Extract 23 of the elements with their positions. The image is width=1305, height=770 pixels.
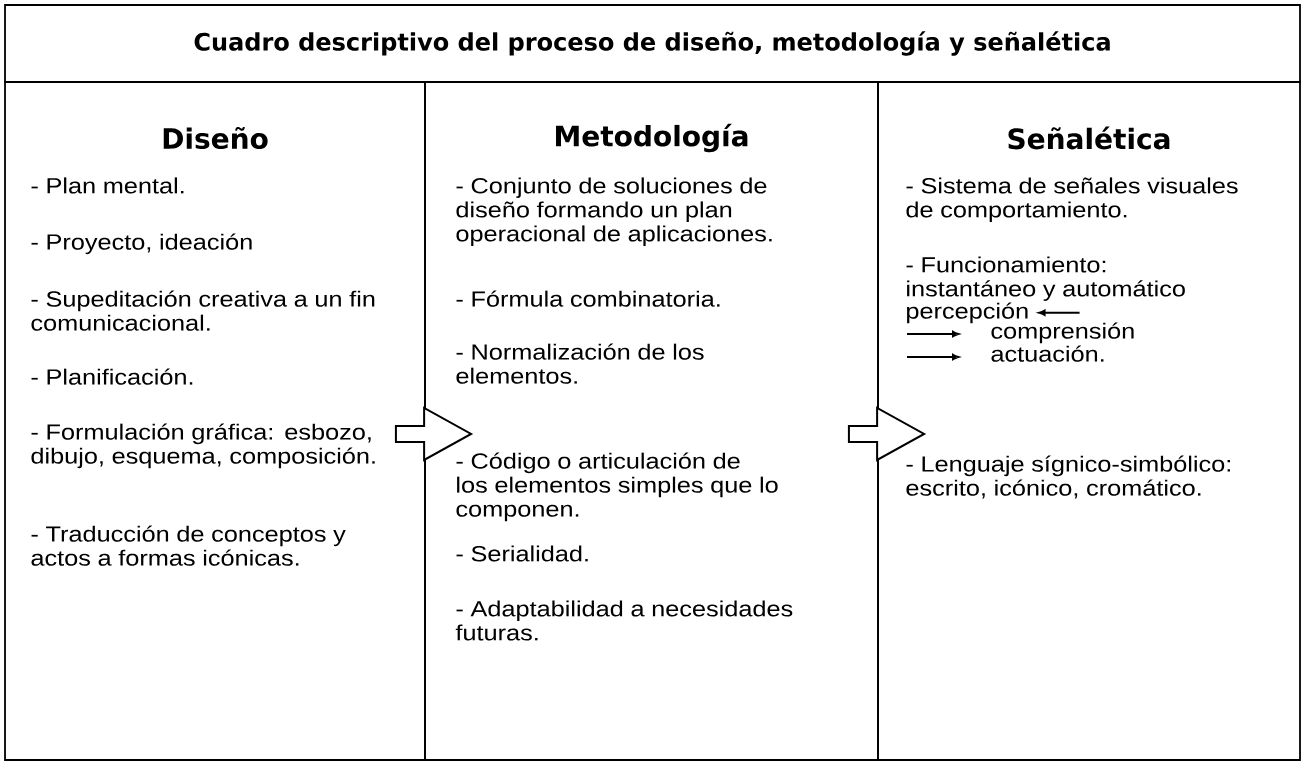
list-item: - Conjunto de soluciones de diseño formando un plan operacional de aplicaciones. bbox=[456, 177, 772, 246]
list-item: - Código o articulación de los elementos simples que lo componen. bbox=[456, 452, 778, 522]
list-item: comprensión bbox=[991, 322, 1134, 344]
list-item: actuación. bbox=[991, 345, 1104, 362]
list-item: - Lenguaje sígnico-simbólico: escrito, icónico, cromático. bbox=[906, 455, 1230, 499]
list-item: - Fórmula combinatoria. bbox=[456, 290, 720, 307]
column-heading: Metodología bbox=[556, 123, 748, 153]
list-item: percepción bbox=[907, 302, 1028, 324]
title-box: Cuadro descriptivo del proceso de diseño, metodología y señalética bbox=[4, 4, 1301, 83]
list-item: - Traducción de conceptos y actos a formas icónicas. bbox=[31, 525, 346, 566]
column-heading: Diseño bbox=[163, 126, 268, 150]
list-item: - Adaptabilidad a necesidades futuras. bbox=[455, 600, 793, 641]
list-item: - Formulación gráfica: esbozo, dibujo, esquema, composición. bbox=[31, 423, 375, 469]
list-item: - Planificación. bbox=[31, 368, 193, 385]
list-item: - Sistema de señales visuales de comportamiento. bbox=[906, 177, 1238, 222]
list-item: - Proyecto, ideación bbox=[31, 233, 252, 255]
list-item: - Normalización de los elementos. bbox=[456, 343, 704, 384]
list-item: - Plan mental. bbox=[31, 177, 184, 194]
list-item: - Serialidad. bbox=[456, 545, 588, 562]
block-arrow bbox=[394, 406, 474, 462]
block-arrow bbox=[847, 406, 927, 462]
column-heading: Señalética bbox=[1008, 126, 1170, 150]
list-item: - Supeditación creativa a un fin comunicacional. bbox=[31, 290, 375, 331]
